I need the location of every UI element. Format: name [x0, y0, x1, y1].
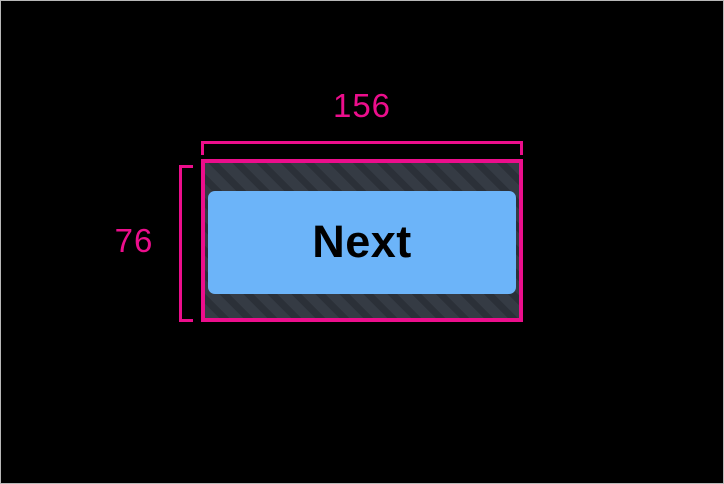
width-dimension-bracket: [201, 141, 523, 155]
width-dimension-label: 156: [332, 87, 392, 124]
height-dimension-bracket: [179, 165, 193, 322]
next-button-label: Next: [312, 216, 412, 267]
next-button[interactable]: Next: [208, 191, 516, 294]
element-highlight-box: Next: [201, 159, 523, 322]
height-dimension-label: 76: [114, 222, 154, 259]
